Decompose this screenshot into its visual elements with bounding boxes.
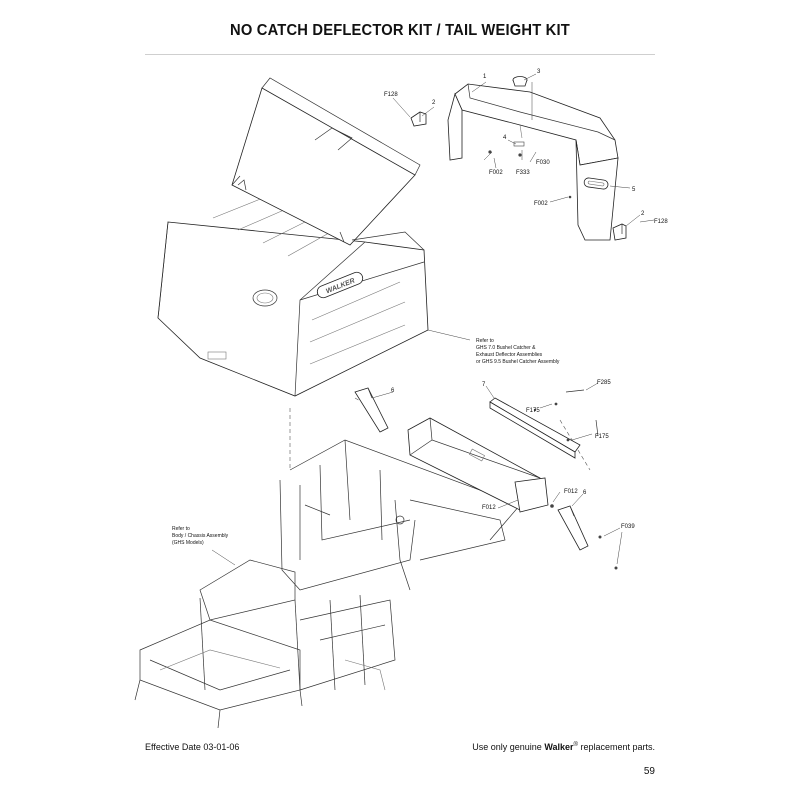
page-number: 59	[643, 766, 655, 777]
chassis-frame	[134, 439, 521, 729]
callout-4: 4	[503, 135, 507, 141]
callout-2: 2	[432, 100, 436, 106]
deflector-part-1	[447, 76, 619, 241]
callout-3: 3	[537, 69, 541, 75]
callout-7: 7	[482, 382, 486, 388]
chassis-reference-note-line: Refer to	[172, 526, 190, 532]
effective-date: Effective Date 03-01-06	[145, 742, 240, 752]
callout-f175: F175	[526, 408, 540, 414]
chassis-reference-note-line: (GHS Models)	[172, 540, 204, 546]
catcher-reference-note-line: Refer to	[476, 338, 494, 344]
callout-6: 6	[391, 388, 395, 394]
brand-name: Walker	[544, 742, 574, 752]
catcher-reference-note-line: or GHS 9.5 Bushel Catcher Assembly	[476, 359, 560, 365]
callout-f030: F030	[536, 160, 550, 166]
callout-f012: F012	[482, 505, 496, 511]
catcher-reference-note-line: GHS 7.0 Bushel Catcher &	[476, 345, 536, 351]
bracket-part-2-right	[612, 223, 627, 241]
callout-f002: F002	[489, 170, 503, 176]
chassis-reference-note-line: Body / Chassis Assembly	[172, 533, 229, 539]
footer-suffix: replacement parts.	[580, 742, 655, 752]
callout-f128: F128	[654, 219, 668, 225]
callout-1: 1	[483, 74, 487, 80]
page-title: NO CATCH DEFLECTOR KIT / TAIL WEIGHT KIT	[230, 22, 570, 39]
footer-tagline: Use only genuine Walker® replacement par…	[472, 742, 655, 752]
callout-f128: F128	[384, 92, 398, 98]
callout-5: 5	[632, 187, 636, 193]
callout-2: 2	[641, 211, 645, 217]
bracket-part-2-left	[410, 111, 427, 127]
title-divider	[145, 54, 655, 55]
grass-catcher-assembly: WALKER	[157, 77, 429, 397]
callout-f175: F175	[595, 434, 609, 440]
callout-f002: F002	[534, 201, 548, 207]
footer-prefix: Use only genuine	[472, 742, 542, 752]
callout-6: 6	[583, 490, 587, 496]
tail-bracket-part-6-lower	[557, 505, 589, 551]
callout-f285: F285	[597, 380, 611, 386]
callout-f333: F333	[516, 170, 530, 176]
callout-f039: F039	[621, 524, 635, 530]
registered-mark: ®	[573, 742, 578, 748]
tail-weight-mount	[407, 417, 549, 513]
callout-f012: F012	[564, 489, 578, 495]
tail-bracket-part-6-upper	[354, 387, 389, 433]
catcher-reference-note-line: Exhaust Deflector Assemblies	[476, 352, 543, 358]
weight-bar-part-7	[489, 397, 581, 459]
